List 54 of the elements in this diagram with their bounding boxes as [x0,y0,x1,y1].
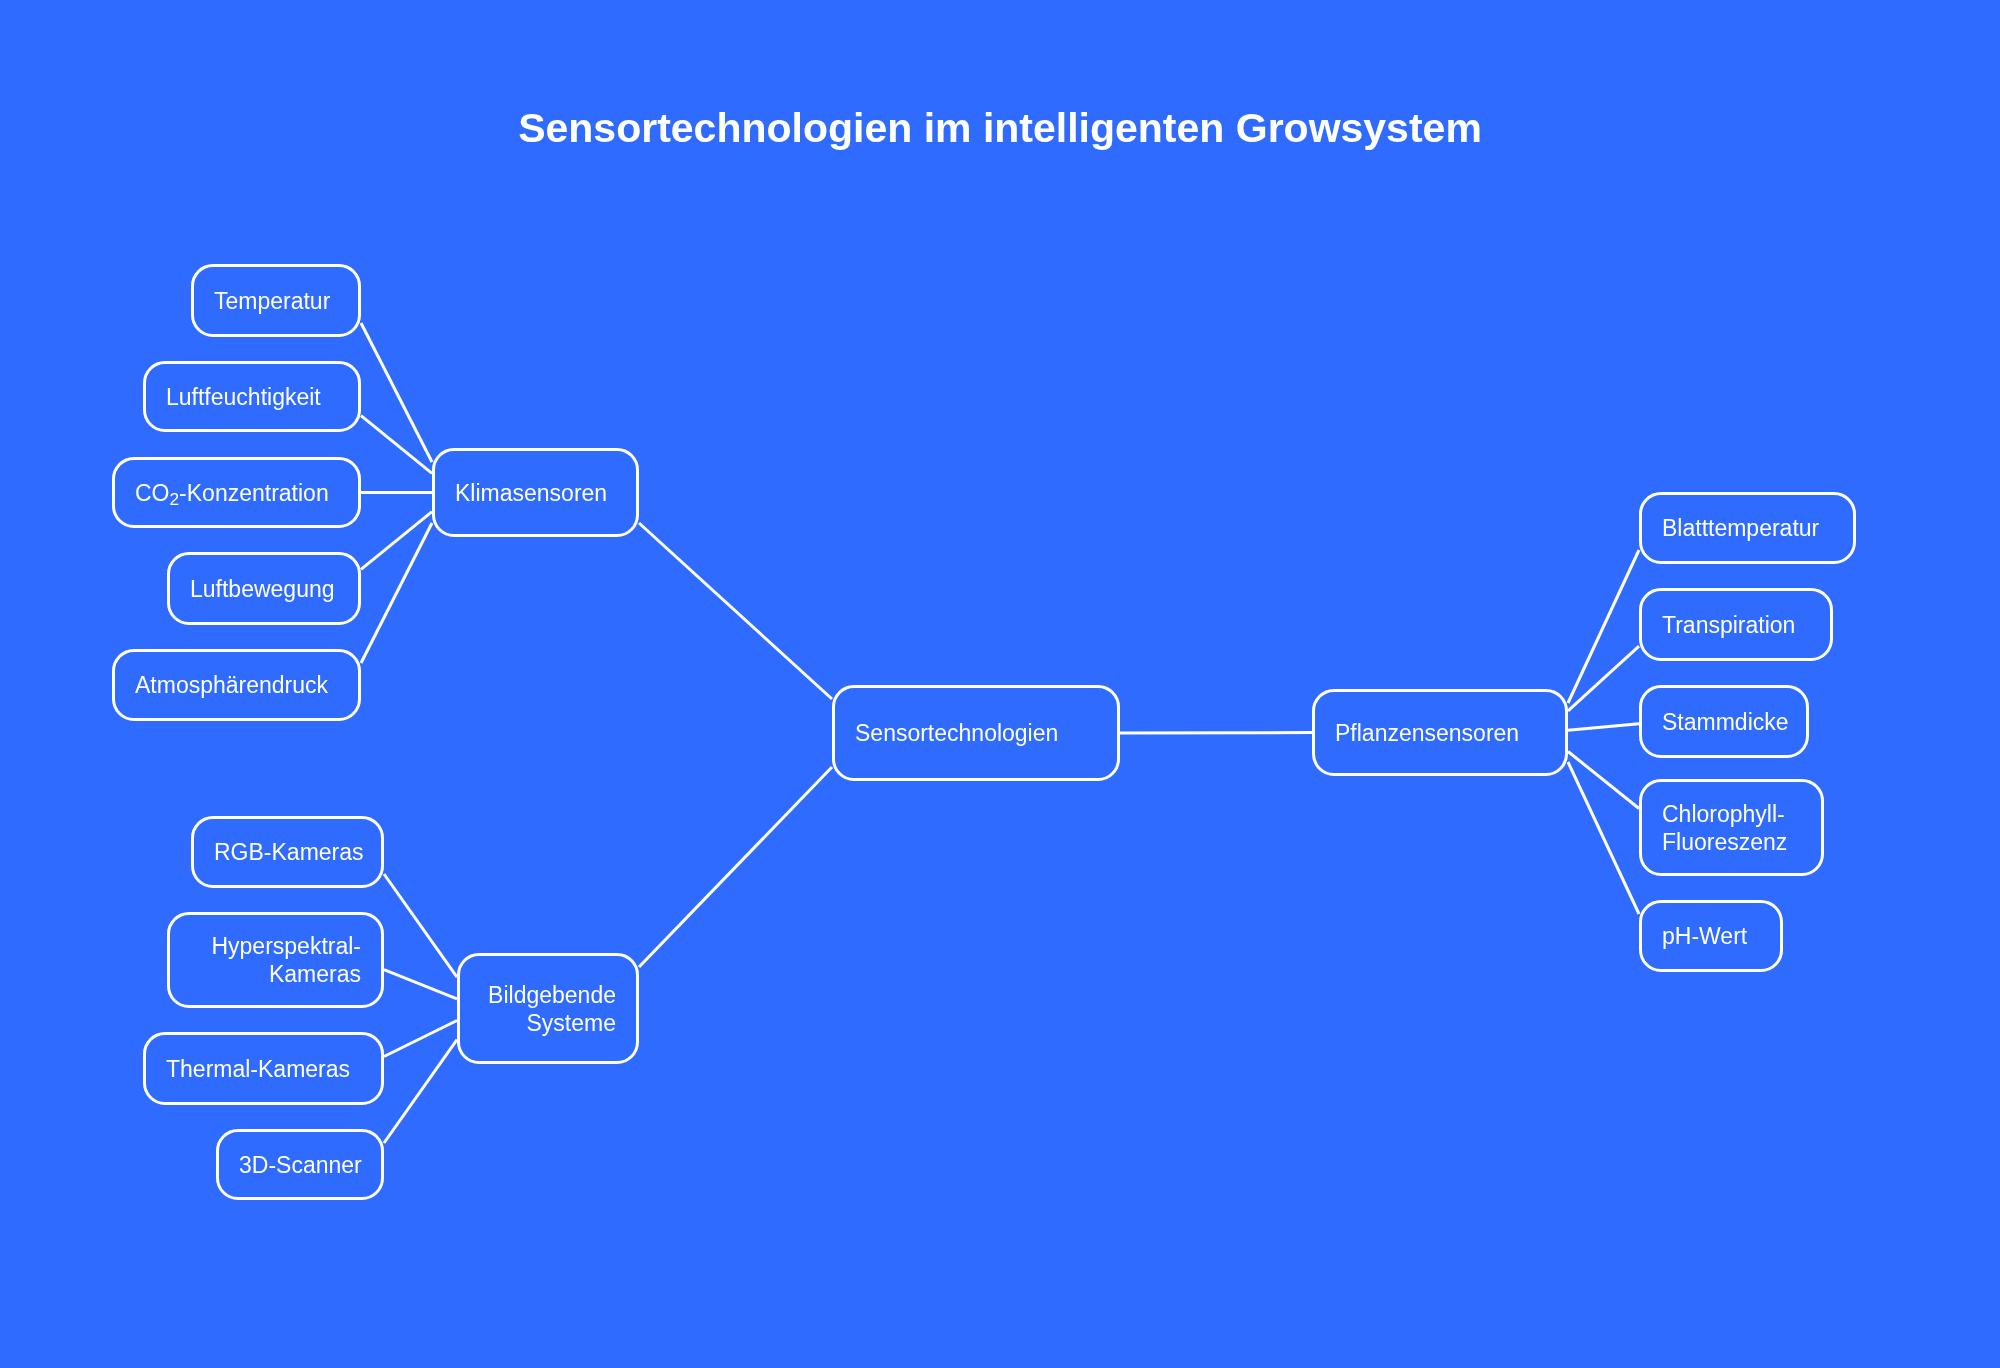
node-label: Temperatur [214,286,331,315]
connector-line [1567,645,1640,712]
category-box [832,685,1120,781]
node-label: Hyperspektral-Kameras [210,932,361,988]
category-box [1312,689,1568,776]
node-label: Transpiration [1662,610,1796,639]
connector-line [638,521,833,701]
node-label: 3D-Scanner [239,1150,362,1179]
node-label: Chlorophyll-Fluoreszenz [1662,799,1789,856]
node-label: CO$_{2}$-Konzentration [135,478,329,507]
connector-line [359,322,434,463]
category-box [457,953,639,1064]
category-box [1639,779,1824,876]
node-label: Luftbewegung [190,574,335,603]
connector-line [382,873,459,979]
connector-line [383,968,458,1001]
node-label: Thermal-Kameras [166,1054,351,1083]
node-label: Stammdicke [1662,707,1789,736]
category-box [191,264,361,337]
category-box [216,1129,384,1200]
category-box [112,649,361,721]
node-label: Sensortechnologien [855,719,1059,747]
connector-line [383,1019,458,1058]
diagram-title: Sensortechnologien im intelligenten Growsystem [518,104,1482,153]
connector-line [361,491,432,494]
connector-line [382,1038,459,1144]
category-box [1639,492,1856,564]
category-box [143,1032,384,1105]
category-box [1639,900,1783,972]
connector-line [360,510,433,571]
category-box [112,457,361,528]
category-box [1639,685,1809,758]
node-label: Atmosphärendruck [135,671,329,699]
connector-line [1566,761,1641,915]
category-box [432,448,639,537]
connector-line [1567,750,1640,810]
node-label: Luftfeuchtigkeit [166,382,321,411]
node-label: RGB-Kameras [214,838,364,866]
node-label: Pflanzensensoren [1335,718,1520,747]
connector-line [359,522,434,664]
connector-line [1566,549,1641,704]
connector-line [1120,731,1312,735]
category-box [1639,588,1833,661]
node-label: Klimasensoren [455,478,608,507]
category-box [143,361,361,432]
category-box [191,816,384,888]
connector-line [1567,722,1640,732]
category-box [167,912,384,1008]
node-label: Blatttemperatur [1662,514,1820,542]
category-box [167,552,361,625]
node-label: pH-Wert [1662,922,1748,950]
connector-line [637,765,834,969]
connector-line [360,414,433,475]
node-label: Bildgebende Systeme [487,980,616,1037]
